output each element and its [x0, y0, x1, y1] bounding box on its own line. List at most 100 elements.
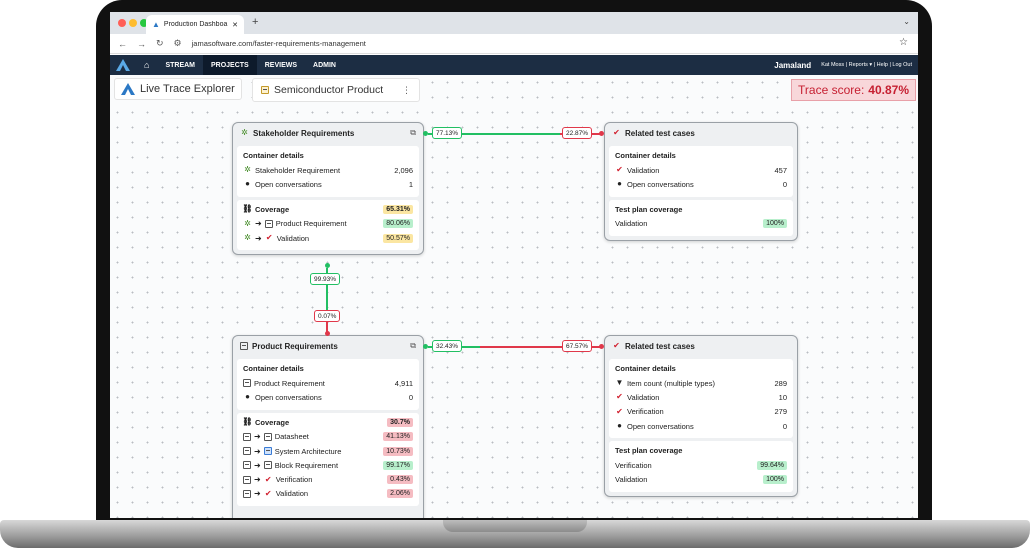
browser-tab[interactable]: ▲ Production Dashboa ✕	[146, 15, 244, 34]
block-requirement-icon	[263, 461, 272, 470]
detail-label: Open conversations	[627, 421, 694, 431]
back-icon[interactable]: ←	[118, 38, 127, 49]
related-test-cases-card-2[interactable]: ✔ Related test cases Container details ▼…	[604, 335, 798, 497]
card-title: Stakeholder Requirements	[253, 128, 355, 138]
arrow-right-icon: ➜	[254, 475, 261, 485]
card-title: Related test cases	[625, 128, 695, 138]
project-icon	[261, 86, 269, 94]
checkmark-icon: ✔	[265, 233, 273, 243]
caret-down-icon[interactable]: ▼	[615, 378, 624, 388]
user-links[interactable]: Kat Moss | Reports ▾ | Help | Log Out	[821, 62, 912, 68]
plan-value: 99.64%	[757, 460, 787, 470]
coverage-label: Datasheet	[274, 432, 309, 442]
detail-label: Item count (multiple types)	[627, 378, 715, 388]
connector-pct-vert-bottom: 0.07%	[314, 310, 341, 322]
site-settings-icon[interactable]: ⚙	[173, 38, 182, 48]
trace-score-badge: Trace score: 40.87%	[791, 79, 916, 101]
coverage-value: 80.06%	[383, 219, 413, 229]
screen: ▲ Production Dashboa ✕ + ⌄ ← → ↻ ⚙ jamas…	[110, 12, 918, 518]
detail-label: Open conversations	[255, 179, 322, 189]
project-selector[interactable]: Semiconductor Product ⋮	[252, 78, 420, 102]
home-icon[interactable]: ⌂	[144, 60, 150, 70]
close-tab-icon[interactable]: ✕	[232, 21, 238, 29]
minimize-window-dot[interactable]	[129, 19, 137, 27]
coverage-value: 0.43%	[387, 475, 413, 485]
url-text[interactable]: jamasoftware.com/faster-requirements-man…	[191, 39, 366, 48]
document-icon	[243, 447, 251, 456]
stakeholder-requirements-card[interactable]: ✲ Stakeholder Requirements ⧉ Container d…	[232, 122, 424, 256]
detail-label: Open conversations	[627, 179, 694, 189]
checkmark-icon: ✔	[616, 165, 623, 175]
document-icon	[243, 432, 251, 441]
connector-pct-top-left: 77.13%	[432, 127, 463, 139]
arrow-right-icon: ➜	[255, 219, 262, 229]
stakeholder-icon: ✲	[244, 233, 251, 243]
coverage-badge: 65.31%	[383, 204, 413, 214]
live-trace-brand: Live Trace Explorer	[114, 78, 242, 100]
arrow-right-icon: ➜	[254, 489, 261, 499]
jama-logo-icon[interactable]	[110, 59, 136, 71]
document-icon	[264, 219, 273, 228]
section-title: Test plan coverage	[615, 204, 683, 214]
arrow-right-icon: ➜	[254, 446, 261, 456]
coverage-value: 99.17%	[383, 460, 413, 470]
coverage-label: Verification	[275, 475, 313, 485]
more-options-icon[interactable]: ⋮	[402, 84, 411, 95]
detail-label: Verification	[627, 407, 664, 417]
checkmark-icon: ✔	[613, 341, 620, 350]
section-title: Container details	[243, 364, 304, 373]
document-icon	[243, 489, 251, 498]
datasheet-icon	[263, 432, 272, 441]
maximize-window-dot[interactable]	[140, 19, 148, 27]
project-name: Semiconductor Product	[274, 84, 384, 96]
laptop-notch	[443, 520, 587, 532]
section-title: Container details	[615, 364, 676, 373]
detail-value: 2,096	[394, 165, 413, 175]
document-icon	[243, 475, 251, 484]
organization-name: Jamaland	[774, 60, 812, 70]
new-tab-icon[interactable]: +	[252, 16, 259, 28]
tab-menu-icon[interactable]: ⌄	[903, 17, 910, 26]
address-bar: ← → ↻ ⚙ jamasoftware.com/faster-requirem…	[110, 34, 918, 54]
forward-icon[interactable]: →	[137, 38, 146, 49]
checkmark-icon: ✔	[264, 488, 272, 498]
coverage-title: Coverage	[255, 204, 290, 214]
detail-label: Validation	[627, 392, 660, 402]
nav-stream[interactable]: STREAM	[165, 61, 195, 69]
coverage-label: System Architecture	[274, 446, 342, 456]
detail-value: 0	[782, 421, 787, 431]
section-title: Container details	[243, 151, 304, 160]
app-nav: ⌂ STREAM PROJECTS REVIEWS ADMIN Jamaland…	[110, 55, 918, 75]
reload-icon[interactable]: ↻	[156, 38, 164, 48]
open-external-icon[interactable]: ⧉	[410, 341, 416, 350]
bookmark-star-icon[interactable]: ☆	[899, 37, 908, 48]
coverage-label: Validation	[275, 489, 309, 499]
checkmark-icon: ✔	[264, 474, 272, 484]
stakeholder-icon: ✲	[244, 218, 251, 228]
detail-label: Open conversations	[255, 392, 322, 402]
document-icon	[243, 379, 251, 388]
nav-reviews[interactable]: REVIEWS	[264, 61, 298, 69]
connector-dot	[423, 131, 428, 136]
detail-value: 289	[774, 378, 787, 388]
close-window-dot[interactable]	[118, 19, 126, 27]
coverage-icon: ⛓	[242, 204, 253, 214]
card-title: Product Requirements	[252, 341, 338, 351]
detail-label: Validation	[627, 165, 660, 175]
brand-label: Live Trace Explorer	[140, 83, 235, 95]
arrow-right-icon: ➜	[254, 460, 261, 470]
open-external-icon[interactable]: ⧉	[410, 128, 416, 137]
checkmark-icon: ✔	[616, 406, 623, 416]
related-test-cases-card-1[interactable]: ✔ Related test cases Container details ✔…	[604, 122, 798, 241]
plan-label: Validation	[615, 475, 648, 485]
nav-projects[interactable]: PROJECTS	[203, 55, 257, 75]
plan-value: 100%	[763, 475, 787, 485]
detail-value: 0	[408, 392, 413, 402]
product-requirements-card[interactable]: Product Requirements ⧉ Container details…	[232, 335, 424, 518]
connector-dot	[423, 344, 428, 349]
nav-admin[interactable]: ADMIN	[313, 61, 336, 69]
detail-label: Stakeholder Requirement	[255, 165, 341, 175]
document-icon	[240, 342, 248, 350]
section-title: Container details	[615, 151, 676, 160]
plan-label: Validation	[615, 219, 648, 229]
